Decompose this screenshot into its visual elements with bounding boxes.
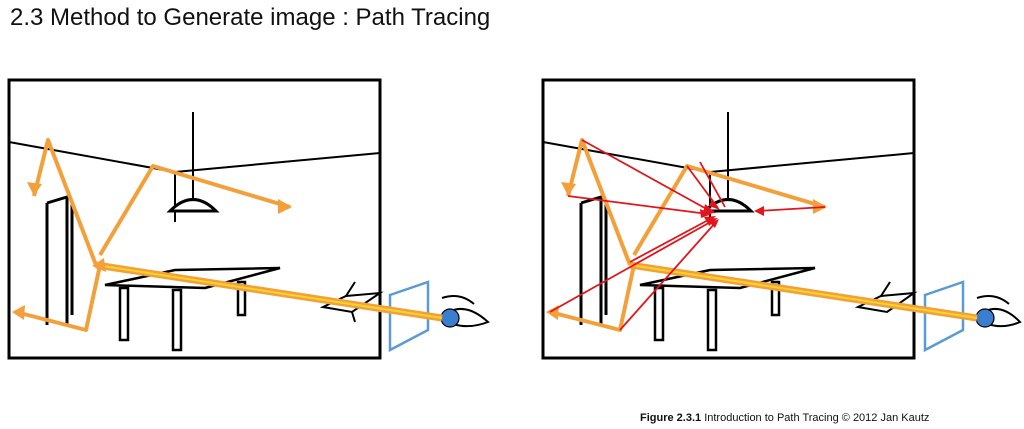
bounce-path xyxy=(32,138,98,266)
shadow-rays xyxy=(549,139,826,331)
ceiling-edge-left xyxy=(8,141,176,173)
door xyxy=(579,194,608,325)
shadow-ray-arrowheads xyxy=(700,199,764,228)
eye-icon xyxy=(438,295,490,328)
page-title: 2.3 Method to Generate image : Path Trac… xyxy=(10,4,491,31)
door xyxy=(45,194,74,325)
ceiling-edge-right xyxy=(709,152,915,173)
figure-caption: Figure 2.3.1 Introduction to Path Tracin… xyxy=(640,412,929,424)
lamp-icon xyxy=(701,112,755,213)
caption-text: Introduction to Path Tracing © 2012 Jan … xyxy=(701,412,930,424)
ceiling-edge-right xyxy=(174,152,381,173)
lamp-icon xyxy=(166,112,220,213)
room-frame xyxy=(541,78,916,360)
ceiling-edge-left xyxy=(542,141,711,173)
path-tracing-panel-right xyxy=(541,78,1022,360)
path-tracing-panel-left xyxy=(7,78,490,360)
eye-icon xyxy=(973,295,1022,328)
room-frame xyxy=(7,78,382,360)
figure-label: Figure 2.3.1 xyxy=(640,412,702,424)
